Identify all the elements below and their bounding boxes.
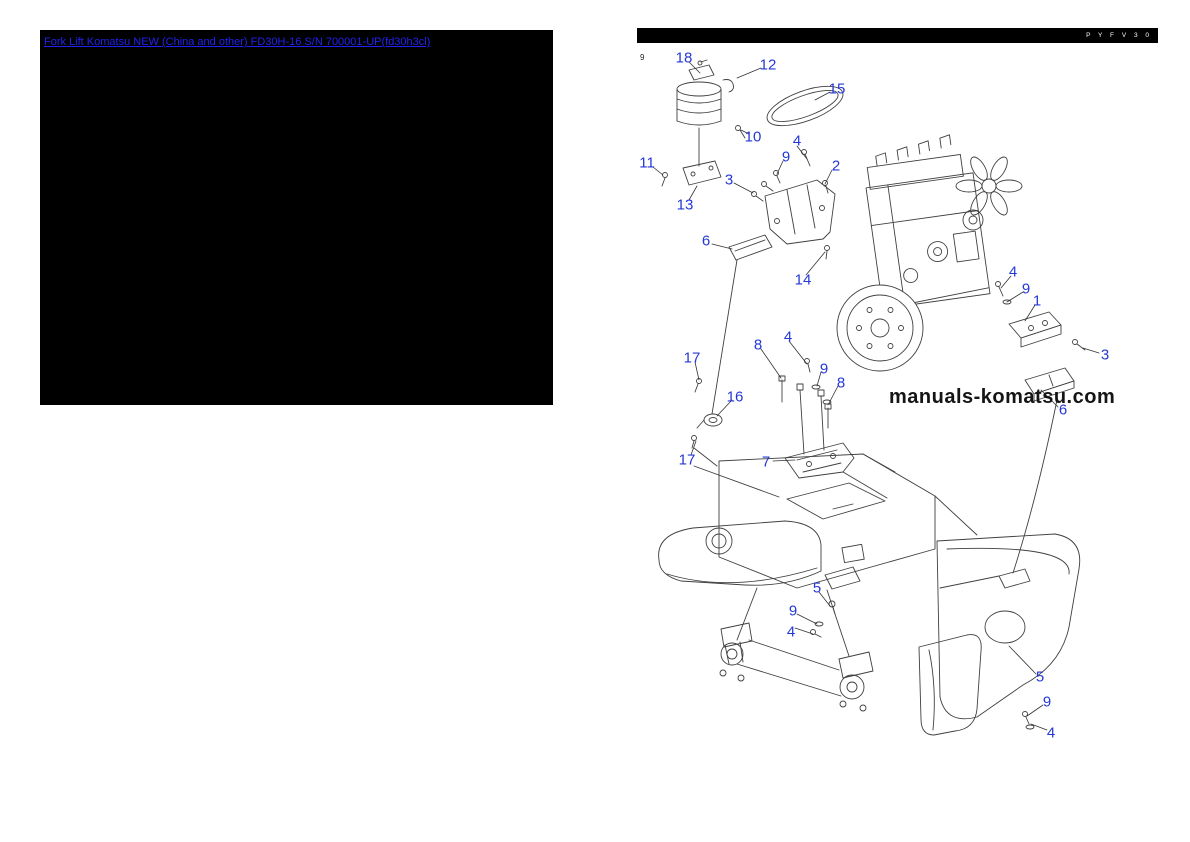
parts-diagram-panel: P Y F V 3 0 9 [637, 28, 1158, 775]
diagram-code: P Y F V 3 0 [1086, 32, 1152, 39]
right-mount-group [995, 281, 1086, 574]
belt-group [766, 85, 844, 127]
watermark: manuals-komatsu.com [889, 386, 1116, 408]
air-cleaner-group [661, 59, 746, 187]
page-index: 9 [640, 53, 645, 62]
thumbnail-placeholder: Fork Lift Komatsu NEW (China and other) … [40, 30, 553, 405]
parts-illustration [652, 59, 1100, 736]
left-mount-group [691, 358, 888, 499]
chassis-group [658, 453, 1081, 736]
upper-bracket-group [711, 149, 836, 415]
leader-lines [652, 61, 1100, 731]
diagram-header-bar: P Y F V 3 0 [637, 28, 1158, 43]
catalog-link[interactable]: Fork Lift Komatsu NEW (China and other) … [44, 36, 431, 48]
engine-group [836, 134, 1023, 372]
